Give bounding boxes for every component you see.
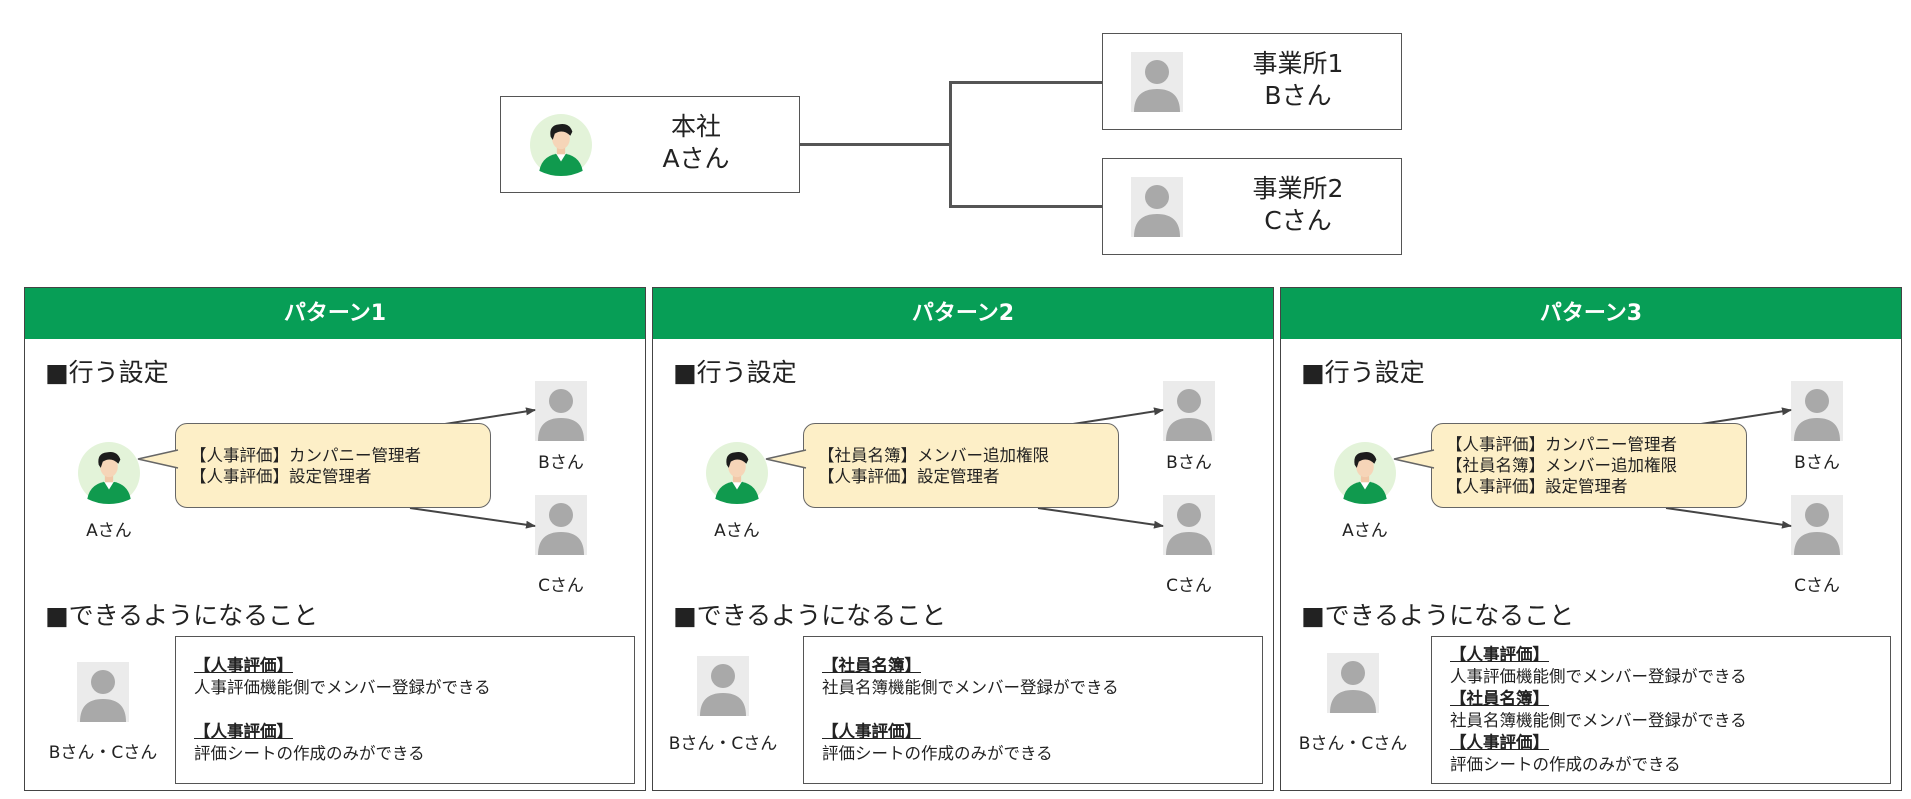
user-c-label: Cさん xyxy=(1166,576,1212,596)
pattern-panel-1: パターン1 ■行う設定 Aさん 【人事評価】カンパニー管理者 【人事評価】設定管… xyxy=(24,287,646,791)
user-b-label: Bさん xyxy=(1166,453,1212,473)
pattern-panel-3: パターン3 ■行う設定 Aさん 【人事評価】カンパニー管理者 【社員名簿】メンバ… xyxy=(1280,287,1902,791)
pattern-panel-2: パターン2 ■行う設定 Aさん 【社員名簿】メンバー追加権限 【人事評価】設定管… xyxy=(652,287,1274,791)
user-c-label: Cさん xyxy=(538,576,584,596)
person-bc-avatar-icon xyxy=(1327,653,1379,713)
user-a-label: Aさん xyxy=(714,521,760,541)
connector-main xyxy=(800,143,951,146)
user-a-label: Aさん xyxy=(86,521,132,541)
result-users-label: Bさん・Cさん xyxy=(48,743,158,763)
assignment-arrows xyxy=(1037,407,1164,529)
person-placeholder-icon xyxy=(1131,177,1183,237)
person-c-avatar-icon xyxy=(1163,495,1215,555)
settings-bubble: 【社員名簿】メンバー追加権限 【人事評価】設定管理者 xyxy=(803,423,1119,508)
person-a-avatar-icon xyxy=(78,442,140,504)
connector-office2 xyxy=(949,205,1103,208)
settings-heading: ■行う設定 xyxy=(673,358,797,387)
user-b-label: Bさん xyxy=(538,453,584,473)
settings-heading: ■行う設定 xyxy=(45,358,169,387)
assignment-arrows xyxy=(1665,407,1792,529)
person-b-avatar-icon xyxy=(1163,381,1215,441)
result-heading: ■できるようになること xyxy=(673,601,947,630)
person-bc-avatar-icon xyxy=(77,662,129,722)
assignment-arrows xyxy=(409,407,536,529)
connector-office1 xyxy=(949,81,1103,84)
settings-bubble: 【人事評価】カンパニー管理者 【社員名簿】メンバー追加権限 【人事評価】設定管理… xyxy=(1431,423,1747,508)
person-a-avatar-icon xyxy=(1334,442,1396,504)
bubble-tail xyxy=(765,449,807,469)
settings-heading: ■行う設定 xyxy=(1301,358,1425,387)
person-placeholder-icon xyxy=(1131,52,1183,112)
person-c-avatar-icon xyxy=(535,495,587,555)
settings-bubble: 【人事評価】カンパニー管理者 【人事評価】設定管理者 xyxy=(175,423,491,508)
connector-vertical xyxy=(949,81,952,208)
pattern-title: パターン3 xyxy=(1281,288,1901,339)
person-a-avatar-icon xyxy=(530,114,592,176)
person-b-avatar-icon xyxy=(535,381,587,441)
user-b-label: Bさん xyxy=(1794,453,1840,473)
user-c-label: Cさん xyxy=(1794,576,1840,596)
result-users-label: Bさん・Cさん xyxy=(1298,734,1408,754)
result-box: 【人事評価】 人事評価機能側でメンバー登録ができる 【社員名簿】 社員名簿機能側… xyxy=(1431,636,1891,784)
bubble-tail xyxy=(1393,449,1435,469)
result-box: 【人事評価】 人事評価機能側でメンバー登録ができる 【人事評価】 評価シートの作… xyxy=(175,636,635,784)
result-heading: ■できるようになること xyxy=(1301,601,1575,630)
pattern-title: パターン2 xyxy=(653,288,1273,339)
person-a-avatar-icon xyxy=(706,442,768,504)
result-heading: ■できるようになること xyxy=(45,601,319,630)
pattern-title: パターン1 xyxy=(25,288,645,339)
bubble-tail xyxy=(137,449,179,469)
person-c-avatar-icon xyxy=(1791,495,1843,555)
person-b-avatar-icon xyxy=(1791,381,1843,441)
result-users-label: Bさん・Cさん xyxy=(668,734,778,754)
user-a-label: Aさん xyxy=(1342,521,1388,541)
person-bc-avatar-icon xyxy=(697,656,749,716)
result-box: 【社員名簿】 社員名簿機能側でメンバー登録ができる 【人事評価】 評価シートの作… xyxy=(803,636,1263,784)
